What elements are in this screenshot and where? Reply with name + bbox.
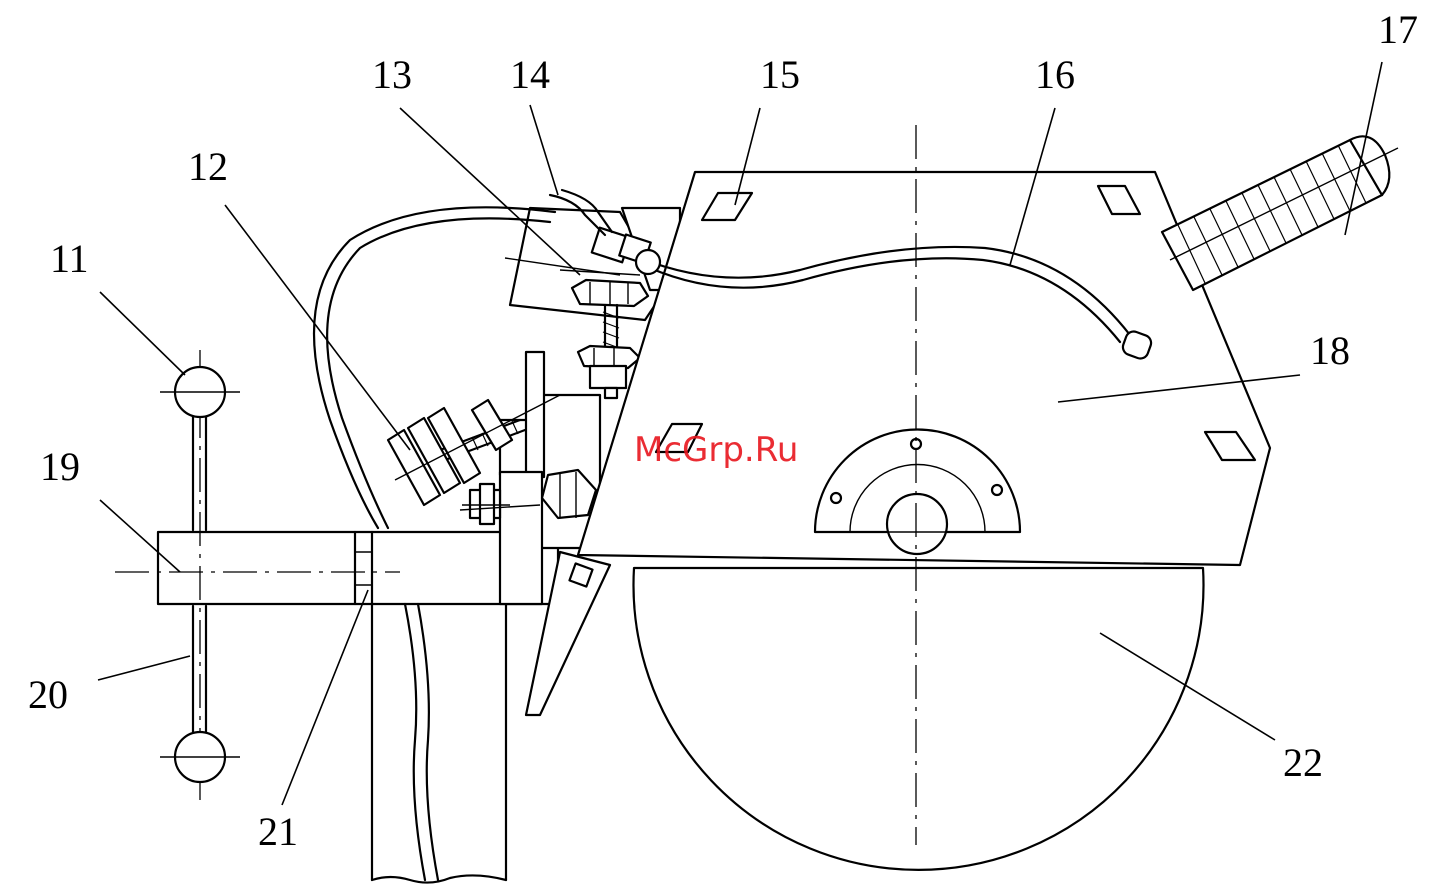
label-12: 12: [188, 144, 228, 189]
label-21: 21: [258, 809, 298, 854]
label-17: 17: [1378, 7, 1418, 52]
label-15: 15: [760, 52, 800, 97]
watermark: McGrp.Ru: [634, 430, 798, 470]
handle: [1162, 136, 1398, 290]
label-22: 22: [1283, 740, 1323, 785]
label-19: 19: [40, 444, 80, 489]
support-post: [372, 604, 506, 883]
base-bar: [158, 532, 558, 604]
label-16: 16: [1035, 52, 1075, 97]
label-20: 20: [28, 672, 68, 717]
label-14: 14: [510, 52, 550, 97]
saw-blade: [634, 568, 1204, 870]
label-13: 13: [372, 52, 412, 97]
label-18: 18: [1310, 328, 1350, 373]
label-11: 11: [50, 236, 89, 281]
